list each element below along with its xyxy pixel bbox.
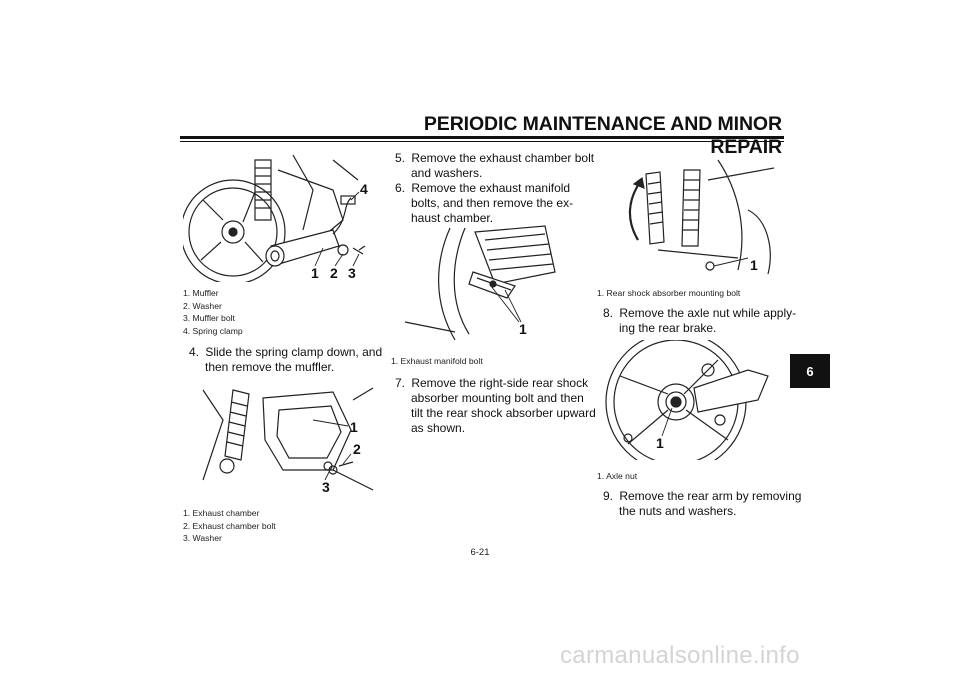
step-text: Remove the rear arm by removing xyxy=(619,489,802,503)
caption-line: 1. Exhaust manifold bolt xyxy=(391,356,483,366)
callout-3: 3 xyxy=(348,265,356,281)
header-rule xyxy=(180,136,784,139)
callout-1: 1 xyxy=(311,265,319,281)
step-6: 6. Remove the exhaust manifold bolts, an… xyxy=(395,181,573,226)
muffler-illustration: 1 2 3 4 xyxy=(183,154,368,282)
caption-line: 2. Washer xyxy=(183,300,222,311)
step-8: 8. Remove the axle nut while apply- ing … xyxy=(603,306,796,336)
axle-nut-caption: 1. Axle nut xyxy=(597,470,637,483)
step-text: Remove the axle nut while apply- xyxy=(619,306,797,320)
caption-line: 1. Exhaust chamber xyxy=(183,508,260,518)
caption-line: 3. Washer xyxy=(183,533,222,544)
header-rule-thin xyxy=(180,141,784,142)
step-text: as shown. xyxy=(411,421,466,435)
caption-line: 1. Muffler xyxy=(183,288,219,298)
step-text: bolts, and then remove the ex- xyxy=(411,196,574,210)
step-text: ing the rear brake. xyxy=(619,321,717,335)
step-number: 7. xyxy=(395,376,406,390)
step-text: absorber mounting bolt and then xyxy=(411,391,584,405)
callout-1: 1 xyxy=(519,321,527,337)
step-text: and washers. xyxy=(411,166,483,180)
callout-1: 1 xyxy=(350,419,358,435)
step-text: Remove the exhaust chamber bolt xyxy=(411,151,595,165)
watermark: carmanualsonline.info xyxy=(560,642,800,669)
step-text: Remove the exhaust manifold xyxy=(411,181,571,195)
rear-shock-illustration: 1 xyxy=(628,159,775,275)
step-7: 7. Remove the right-side rear shock abso… xyxy=(395,376,596,436)
step-number: 9. xyxy=(603,489,614,503)
step-text: the nuts and washers. xyxy=(619,504,737,518)
axle-nut-illustration: 1 xyxy=(605,340,769,460)
exhaust-manifold-caption: 1. Exhaust manifold bolt xyxy=(391,355,483,368)
step-text: then remove the muffler. xyxy=(205,360,335,374)
callout-2: 2 xyxy=(353,441,361,457)
exhaust-chamber-illustration: 1 2 3 xyxy=(202,387,374,495)
step-number: 5. xyxy=(395,151,406,165)
callout-1: 1 xyxy=(656,435,664,451)
exhaust-manifold-illustration: 1 xyxy=(404,225,556,341)
caption-line: 3. Muffler bolt xyxy=(183,313,235,324)
step-text: Slide the spring clamp down, and xyxy=(205,345,383,359)
callout-3: 3 xyxy=(322,479,330,495)
exhaust-chamber-caption: 1. Exhaust chamber 2. Exhaust chamber bo… xyxy=(183,507,276,545)
step-number: 4. xyxy=(189,345,200,359)
step-4: 4. Slide the spring clamp down, and then… xyxy=(189,345,382,375)
step-text: haust chamber. xyxy=(411,211,494,225)
step-number: 8. xyxy=(603,306,614,320)
muffler-caption: 1. Muffler 2. Washer 3. Muffler bolt 4. … xyxy=(183,287,243,337)
caption-line: 1. Rear shock absorber mounting bolt xyxy=(597,288,741,298)
page-number: 6-21 xyxy=(470,547,490,558)
step-text: Remove the right-side rear shock xyxy=(411,376,589,390)
rear-shock-caption: 1. Rear shock absorber mounting bolt xyxy=(597,287,740,300)
callout-4: 4 xyxy=(360,181,368,197)
step-text: tilt the rear shock absorber upward xyxy=(411,406,596,420)
step-9: 9. Remove the rear arm by removing the n… xyxy=(603,489,801,519)
caption-line: 2. Exhaust chamber bolt xyxy=(183,520,276,531)
chapter-tab: 6 xyxy=(790,354,830,388)
step-5: 5. Remove the exhaust chamber bolt and w… xyxy=(395,151,594,181)
caption-line: 1. Axle nut xyxy=(597,471,638,481)
step-number: 6. xyxy=(395,181,406,195)
callout-1: 1 xyxy=(750,257,758,273)
caption-line: 4. Spring clamp xyxy=(183,325,243,336)
callout-2: 2 xyxy=(330,265,338,281)
